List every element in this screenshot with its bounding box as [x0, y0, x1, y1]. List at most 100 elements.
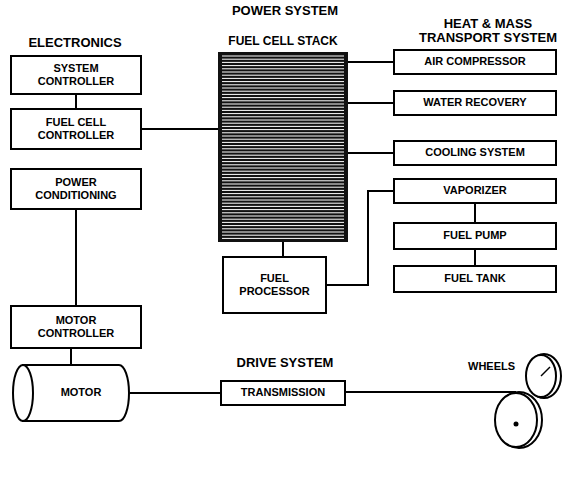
- component-box: VAPORIZER: [393, 178, 557, 204]
- stack-plate: [222, 200, 344, 201]
- connector-line: [348, 152, 393, 154]
- stack-plate: [222, 123, 344, 124]
- stack-plate: [222, 72, 344, 73]
- stack-plate: [222, 225, 344, 226]
- component-box: FUEL TANK: [393, 265, 557, 293]
- stack-plate: [222, 129, 344, 130]
- controller-box: FUEL CELL CONTROLLER: [10, 108, 142, 150]
- stack-plate: [222, 228, 344, 229]
- stack-plate: [222, 161, 344, 162]
- stack-plate: [222, 142, 344, 143]
- node-label: FUEL PROCESSOR: [238, 272, 311, 298]
- component-box: COOLING SYSTEM: [393, 140, 557, 166]
- node-label: FUEL PUMP: [443, 229, 506, 242]
- stack-plate: [222, 235, 344, 236]
- section-heading: HEAT & MASS TRANSPORT SYSTEM: [418, 17, 558, 46]
- stack-plate: [222, 120, 344, 121]
- stack-plate: [222, 180, 344, 181]
- stack-plate: [222, 171, 344, 172]
- component-box: AIR COMPRESSOR: [393, 49, 557, 75]
- axle-line: [466, 391, 516, 393]
- stack-plate: [222, 232, 344, 233]
- node-label: MOTOR: [61, 386, 102, 399]
- motor-body: [22, 365, 129, 421]
- stack-plate: [222, 65, 344, 66]
- stack-plate: [222, 206, 344, 207]
- stack-plate: [222, 94, 344, 95]
- node-label: MOTOR CONTROLLER: [26, 314, 126, 340]
- stack-plate: [222, 203, 344, 204]
- stack-plate: [222, 116, 344, 117]
- stack-plate: [222, 100, 344, 101]
- wheel-face: [495, 393, 537, 447]
- stack-plate: [222, 126, 344, 127]
- connector-line: [75, 95, 77, 108]
- connector-line: [282, 242, 284, 256]
- stack-plate: [222, 91, 344, 92]
- stack-body: [218, 52, 348, 242]
- component-box: TRANSMISSION: [220, 380, 346, 406]
- stack-plate: [222, 222, 344, 223]
- component-box: WATER RECOVERY: [393, 90, 557, 116]
- stack-plate: [222, 196, 344, 197]
- stack-plate: [222, 187, 344, 188]
- wheel-face: [526, 355, 556, 397]
- stack-plate: [222, 81, 344, 82]
- connector-line: [142, 128, 218, 130]
- node-label: WATER RECOVERY: [423, 96, 526, 109]
- stack-plate: [222, 174, 344, 175]
- section-heading: ELECTRONICS: [10, 36, 140, 50]
- node-label: SYSTEM CONTROLLER: [26, 62, 126, 88]
- stack-plate: [222, 155, 344, 156]
- node-label: FUEL CELL STACK: [218, 34, 348, 48]
- section-heading: DRIVE SYSTEM: [200, 356, 370, 370]
- stack-plate: [222, 56, 344, 57]
- stack-plate: [222, 136, 344, 137]
- wheel-tire: [527, 354, 561, 398]
- controller-box: SYSTEM CONTROLLER: [10, 55, 142, 95]
- node-label: FUEL CELL CONTROLLER: [26, 116, 126, 142]
- wheel-spoke: [541, 367, 550, 376]
- stack-plate: [222, 190, 344, 191]
- node-label: TRANSMISSION: [241, 386, 325, 399]
- stack-plate: [222, 62, 344, 63]
- component-box: FUEL PROCESSOR: [222, 256, 327, 314]
- stack-plate: [222, 238, 344, 239]
- stack-plate: [222, 107, 344, 108]
- stack-plate: [222, 110, 344, 111]
- motor-cylinder: MOTOR: [12, 364, 130, 422]
- stack-plate: [222, 164, 344, 165]
- stack-plate: [222, 184, 344, 185]
- stack-plate: [222, 132, 344, 133]
- node-label: COOLING SYSTEM: [425, 146, 525, 159]
- stack-plate: [222, 75, 344, 76]
- connector-line: [474, 250, 476, 265]
- section-heading: POWER SYSTEM: [185, 4, 385, 18]
- component-box: FUEL PUMP: [393, 222, 557, 250]
- controller-box: POWER CONDITIONING: [10, 168, 142, 210]
- fuel-cell-stack: FUEL CELL STACK: [218, 34, 348, 242]
- stack-plate: [222, 88, 344, 89]
- stack-plate: [222, 97, 344, 98]
- wheels-figure: WHEELS: [466, 352, 566, 456]
- node-label: FUEL TANK: [444, 272, 505, 285]
- connector-line: [70, 349, 72, 364]
- controller-box: MOTOR CONTROLLER: [10, 305, 142, 349]
- node-label: AIR COMPRESSOR: [424, 55, 525, 68]
- connector-line: [346, 391, 466, 393]
- connector-line: [130, 392, 220, 394]
- stack-plate: [222, 59, 344, 60]
- connector-line: [474, 204, 476, 222]
- motor-end: [13, 365, 33, 421]
- wheel-hub: [514, 422, 519, 427]
- connector-line: [75, 210, 77, 305]
- stack-plate: [222, 152, 344, 153]
- stack-plate: [222, 216, 344, 217]
- stack-plate: [222, 145, 344, 146]
- stack-plate: [222, 177, 344, 178]
- stack-plate: [222, 193, 344, 194]
- node-label: POWER CONDITIONING: [26, 176, 126, 202]
- stack-plate: [222, 219, 344, 220]
- stack-plate: [222, 84, 344, 85]
